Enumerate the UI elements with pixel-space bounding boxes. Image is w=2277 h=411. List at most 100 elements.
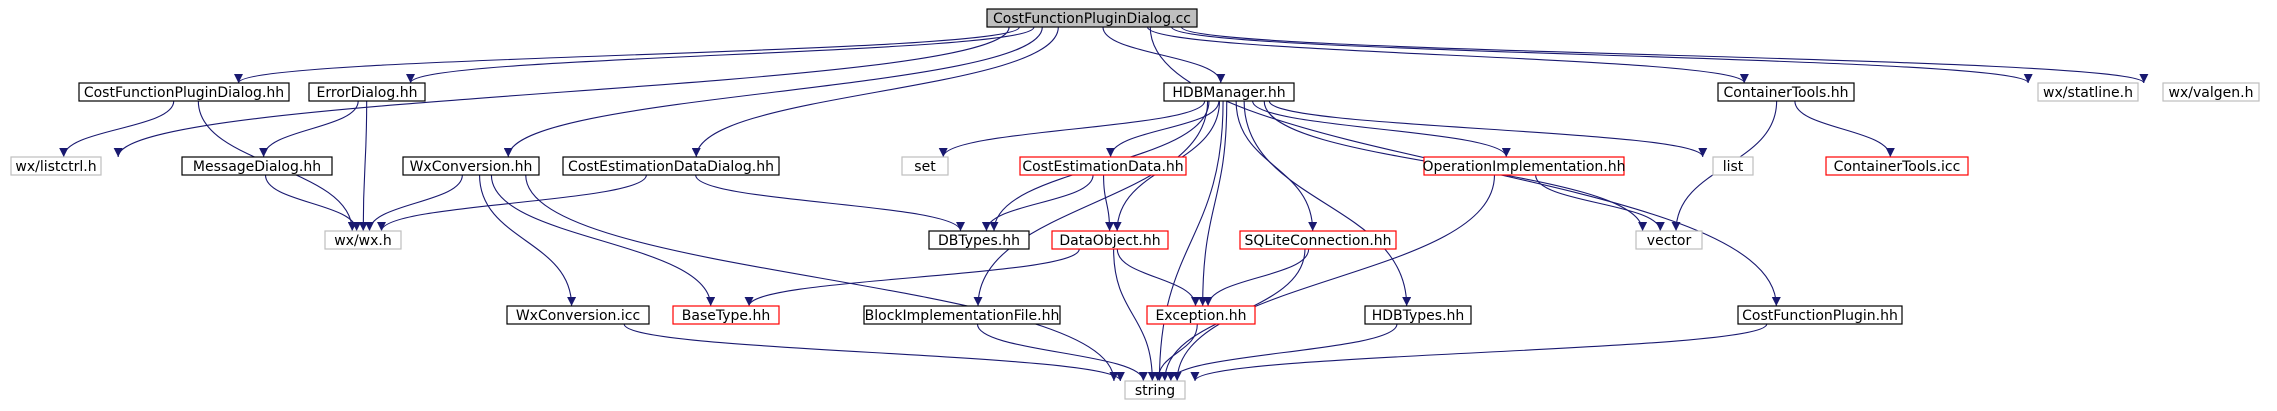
node-set-box: [901, 156, 949, 176]
node-basetype-label: BaseType.hh: [682, 308, 770, 324]
edge-dataobj-to-basetype: [744, 248, 1080, 307]
node-ced-label: CostEstimationData.hh: [1022, 159, 1183, 175]
node-listctrl-box: [10, 156, 102, 176]
node-hdbtypes[interactable]: HDBTypes.hh: [1364, 305, 1472, 325]
node-string: string: [1124, 380, 1186, 400]
node-dataobj[interactable]: DataObject.hh: [1051, 230, 1169, 250]
edge-hdbm-to-opimpl: [1252, 100, 1511, 158]
edge-cfp-to-string: [1190, 323, 1768, 382]
node-errdlg-label: ErrorDialog.hh: [317, 85, 418, 101]
node-opimpl-label: OperationImplementation.hh: [1422, 159, 1625, 175]
node-errdlg[interactable]: ErrorDialog.hh: [308, 82, 426, 102]
edge-root-to-statline: [1171, 26, 2033, 84]
node-cfp-label: CostFunctionPlugin.hh: [1742, 308, 1898, 324]
node-vector-box: [1635, 230, 1703, 250]
edge-exception-to-string: [1153, 323, 1198, 382]
node-valgen-box: [2162, 82, 2260, 102]
node-sqlite-label: SQLiteConnection.hh: [1244, 233, 1391, 249]
edge-ced-to-dbtypes: [981, 174, 1094, 232]
node-exception-label: Exception.hh: [1155, 308, 1246, 324]
node-ced[interactable]: CostEstimationData.hh: [1019, 156, 1187, 176]
node-root-box: [986, 8, 1198, 28]
node-list-label: list: [1723, 159, 1744, 175]
node-ced-box: [1019, 156, 1187, 176]
edge-opimpl-to-string: [1172, 174, 1496, 382]
node-wxwx-box: [324, 230, 402, 250]
node-sqlite[interactable]: SQLiteConnection.hh: [1239, 230, 1397, 250]
node-wxconvicc[interactable]: WxConversion.icc: [506, 305, 650, 325]
node-dataobj-box: [1051, 230, 1169, 250]
edge-root-to-conttools: [1146, 26, 1749, 84]
node-root[interactable]: CostFunctionPluginDialog.cc: [986, 8, 1198, 28]
node-msgdlg-label: MessageDialog.hh: [193, 159, 321, 175]
node-list: list: [1712, 156, 1754, 176]
node-opimpl[interactable]: OperationImplementation.hh: [1422, 156, 1626, 176]
node-conttoolsicc-box: [1825, 156, 1969, 176]
node-list-box: [1712, 156, 1754, 176]
node-conttools-label: ContainerTools.hh: [1723, 85, 1848, 101]
node-cedd-box: [562, 156, 780, 176]
edges-layer: [59, 26, 2149, 382]
node-set: set: [901, 156, 949, 176]
node-conttools[interactable]: ContainerTools.hh: [1717, 82, 1855, 102]
node-cfpd[interactable]: CostFunctionPluginDialog.hh: [78, 82, 290, 102]
node-cedd-label: CostEstimationDataDialog.hh: [568, 159, 774, 175]
node-wxconv-label: WxConversion.hh: [410, 159, 533, 175]
node-valgen-label: wx/valgen.h: [2169, 85, 2254, 101]
node-basetype[interactable]: BaseType.hh: [672, 305, 780, 325]
edge-cfpd-to-listctrl: [59, 100, 175, 158]
node-sqlite-box: [1239, 230, 1397, 250]
edge-dataobj-to-string: [1113, 248, 1157, 382]
edge-hdbm-to-list: [1268, 100, 1708, 158]
edge-root-to-listctrl: [113, 26, 1010, 158]
edge-hdbm-to-ced: [1106, 100, 1220, 158]
node-msgdlg[interactable]: MessageDialog.hh: [181, 156, 333, 176]
node-string-box: [1124, 380, 1186, 400]
node-statline-box: [2037, 82, 2139, 102]
node-listctrl: wx/listctrl.h: [10, 156, 102, 176]
edge-msgdlg-to-wxwx: [264, 174, 362, 232]
node-wxwx: wx/wx.h: [324, 230, 402, 250]
edge-wxconv-to-string: [525, 174, 1119, 382]
edge-hdbm-to-exception: [1198, 100, 1228, 307]
edge-cedd-to-wxwx: [377, 174, 647, 232]
node-dbtypes[interactable]: DBTypes.hh: [928, 230, 1030, 250]
edge-root-to-valgen: [1180, 26, 2149, 84]
node-wxconvicc-box: [506, 305, 650, 325]
edge-hdbm-to-hdbtypes: [1243, 100, 1412, 307]
node-conttoolsicc-label: ContainerTools.icc: [1834, 159, 1961, 175]
edge-bif-to-string: [976, 323, 1148, 382]
edge-hdbm-to-string: [1154, 100, 1224, 382]
edge-root-to-hdbm: [1102, 26, 1226, 84]
edge-hdbm-to-bif: [973, 100, 1209, 307]
edge-dataobj-to-exception: [1116, 248, 1201, 307]
node-bif[interactable]: BlockImplementationFile.hh: [863, 305, 1061, 325]
node-wxconv[interactable]: WxConversion.hh: [402, 156, 540, 176]
edge-conttools-to-conttoolsicc: [1794, 100, 1895, 158]
node-errdlg-box: [308, 82, 426, 102]
edge-cedd-to-dbtypes: [695, 174, 965, 232]
node-cfp[interactable]: CostFunctionPlugin.hh: [1737, 305, 1903, 325]
node-dbtypes-label: DBTypes.hh: [938, 233, 1020, 249]
edge-ced-to-dataobj: [1103, 174, 1115, 232]
edge-hdbm-to-set: [938, 100, 1206, 158]
node-conttools-box: [1717, 82, 1855, 102]
edge-wxconv-to-wxconvicc: [479, 174, 577, 307]
edge-errdlg-to-msgdlg: [259, 100, 359, 158]
node-valgen: wx/valgen.h: [2162, 82, 2260, 102]
node-bif-box: [863, 305, 1061, 325]
node-dataobj-label: DataObject.hh: [1059, 233, 1160, 249]
node-hdbm[interactable]: HDBManager.hh: [1163, 82, 1295, 102]
node-cfp-box: [1737, 305, 1903, 325]
node-cfpd-label: CostFunctionPluginDialog.hh: [84, 85, 284, 101]
edge-hdbtypes-to-string: [1166, 323, 1398, 382]
node-set-label: set: [914, 159, 936, 175]
node-hdbtypes-label: HDBTypes.hh: [1372, 308, 1465, 324]
edge-wxconv-to-basetype: [490, 174, 716, 307]
node-conttoolsicc[interactable]: ContainerTools.icc: [1825, 156, 1969, 176]
node-vector-label: vector: [1647, 233, 1692, 249]
node-hdbm-label: HDBManager.hh: [1172, 85, 1285, 101]
node-exception[interactable]: Exception.hh: [1146, 305, 1256, 325]
node-cedd[interactable]: CostEstimationDataDialog.hh: [562, 156, 780, 176]
